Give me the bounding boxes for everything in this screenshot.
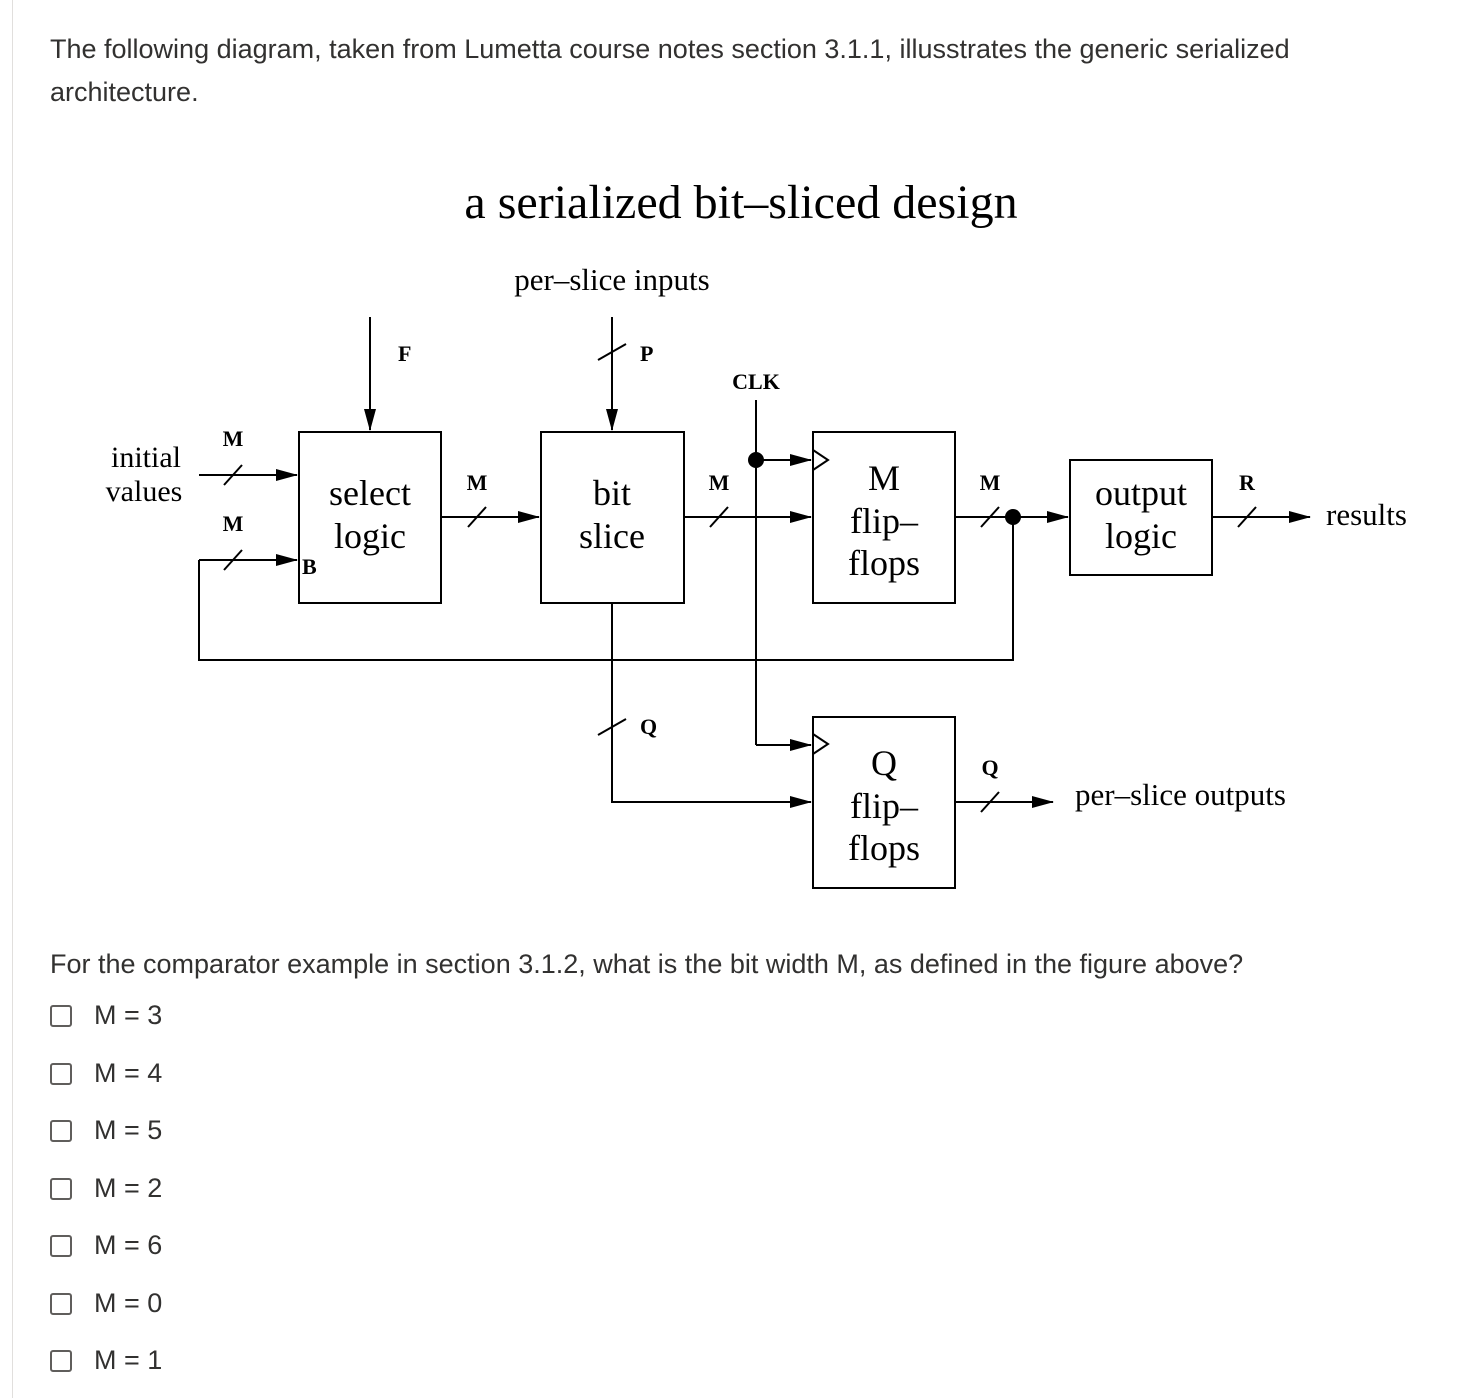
mff-junction-dot xyxy=(1005,509,1021,525)
m-ff-line3: flops xyxy=(848,543,920,583)
q-ff-line3: flops xyxy=(848,828,920,868)
bit-slice-line1: bit xyxy=(593,473,631,513)
clk-label: CLK xyxy=(732,369,780,394)
content-left-border xyxy=(12,0,13,1398)
checkbox[interactable] xyxy=(50,1005,72,1027)
option-label: M = 4 xyxy=(94,1057,163,1088)
bitslice-out-m-label: M xyxy=(709,470,730,495)
values-label: values xyxy=(106,475,183,508)
b-label: B xyxy=(302,554,317,579)
option-label: M = 2 xyxy=(94,1172,163,1203)
mff-out-m-label: M xyxy=(980,470,1001,495)
initial-m-label: M xyxy=(223,426,244,451)
q-ff-line2: flip– xyxy=(850,786,919,826)
m-ff-clock-triangle xyxy=(812,449,830,471)
option-m-2[interactable]: M = 2 xyxy=(50,1168,162,1226)
feedback-bus-slash xyxy=(223,549,243,571)
bitslice-q-wire xyxy=(611,603,812,808)
q-ff-line1: Q xyxy=(871,743,897,783)
bit-slice-line2: slice xyxy=(579,516,645,556)
select-out-m-label: M xyxy=(467,470,488,495)
per-slice-outputs-label: per–slice outputs xyxy=(1075,777,1286,812)
option-m-5[interactable]: M = 5 xyxy=(50,1110,162,1168)
qff-out-q-label: Q xyxy=(981,755,998,780)
intro-paragraph: The following diagram, taken from Lumett… xyxy=(50,34,1290,107)
m-flip-flops-box xyxy=(812,431,956,604)
question-text: For the comparator example in section 3.… xyxy=(50,949,1244,979)
option-m-3[interactable]: M = 3 xyxy=(50,995,162,1053)
option-label: M = 0 xyxy=(94,1287,163,1318)
results-label: results xyxy=(1326,497,1407,532)
q-label: Q xyxy=(640,714,657,739)
initial-bus-slash xyxy=(223,464,243,486)
select-logic-line2: logic xyxy=(334,516,406,556)
m-ff-line2: flip– xyxy=(850,501,919,541)
r-label: R xyxy=(1239,470,1256,495)
clk-junction-dot xyxy=(748,452,764,468)
diagram-title: a serialized bit–sliced design xyxy=(464,176,1017,229)
checkbox[interactable] xyxy=(50,1235,72,1257)
q-bus-slash xyxy=(597,718,627,736)
output-logic-line1: output xyxy=(1095,473,1187,513)
checkbox[interactable] xyxy=(50,1120,72,1142)
bit-slice-box xyxy=(540,431,685,604)
select-logic-line1: select xyxy=(329,473,411,513)
option-label: M = 5 xyxy=(94,1115,163,1145)
option-m-1[interactable]: M = 1 xyxy=(50,1340,162,1398)
option-m-0[interactable]: M = 0 xyxy=(50,1283,162,1341)
checkbox[interactable] xyxy=(50,1177,72,1200)
p-label: P xyxy=(640,341,653,366)
f-label: F xyxy=(398,341,411,366)
output-logic-line2: logic xyxy=(1105,516,1177,556)
select-bus-slash xyxy=(467,506,487,528)
checkbox[interactable] xyxy=(50,1350,72,1372)
mff-bus-slash xyxy=(980,506,1000,528)
checkbox[interactable] xyxy=(50,1062,72,1085)
checkbox[interactable] xyxy=(50,1292,72,1315)
option-m-6[interactable]: M = 6 xyxy=(50,1225,162,1283)
answer-options: M = 3 M = 4 M = 5 M = 2 M = 6 M = 0 M = … xyxy=(50,995,162,1398)
option-m-4[interactable]: M = 4 xyxy=(50,1053,162,1111)
m-ff-line1: M xyxy=(868,458,900,498)
bitslice-bus-slash xyxy=(709,506,729,528)
qff-bus-slash xyxy=(980,791,1000,813)
option-label: M = 3 xyxy=(94,1000,163,1030)
feedback-m-label: M xyxy=(223,511,244,536)
option-label: M = 1 xyxy=(94,1345,163,1375)
q-flip-flops-box xyxy=(812,716,956,889)
output-bus-slash xyxy=(1237,506,1257,528)
initial-label: initial xyxy=(111,441,181,474)
option-label: M = 6 xyxy=(94,1230,163,1260)
feedback-loop-wire xyxy=(198,517,1014,661)
serialized-bit-sliced-diagram: a serialized bit–sliced design per–slice… xyxy=(106,176,1407,889)
q-ff-clock-triangle xyxy=(812,733,830,755)
p-bus-slash xyxy=(597,343,627,361)
select-logic-box xyxy=(298,431,442,604)
per-slice-inputs-label: per–slice inputs xyxy=(514,262,709,297)
